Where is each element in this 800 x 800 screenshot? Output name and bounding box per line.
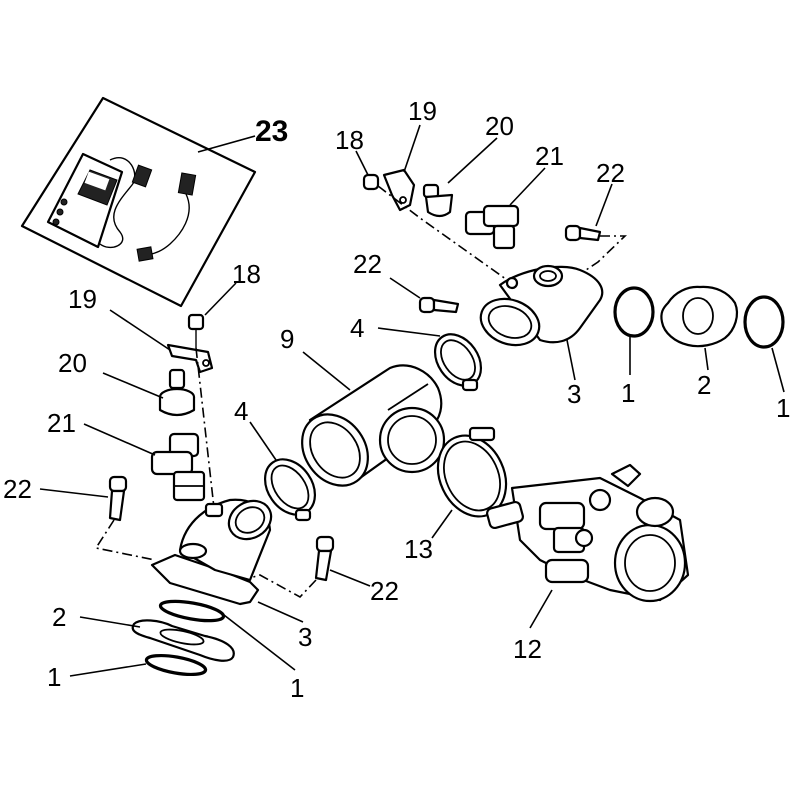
callout-1-upper-right: 1 bbox=[776, 393, 790, 423]
callout-21-left: 21 bbox=[47, 408, 76, 438]
connector-cable-icon bbox=[136, 172, 197, 262]
part-1-oring-upper-left: 1 bbox=[613, 286, 655, 408]
callout-1-lower-left: 1 bbox=[47, 662, 61, 692]
part-23-frame bbox=[20, 96, 257, 308]
part-3-manifold-upper: 3 bbox=[479, 264, 604, 409]
part-21-injector-left: 21 bbox=[47, 408, 206, 502]
part-18-screw-left: 18 bbox=[187, 259, 261, 348]
part-2-gasket-upper: 2 bbox=[660, 285, 739, 400]
callout-19-top: 19 bbox=[408, 96, 437, 126]
part-19-bracket-top: 19 bbox=[382, 96, 437, 212]
callout-1-upper-left: 1 bbox=[621, 378, 635, 408]
callout-3-lower: 3 bbox=[298, 622, 312, 652]
callout-13: 13 bbox=[404, 534, 433, 564]
callout-22-left: 22 bbox=[3, 474, 32, 504]
part-4-clamp-mid: 4 bbox=[350, 313, 483, 392]
part-3-manifold-lower: 3 bbox=[150, 498, 312, 652]
part-9-tee-boot: 9 bbox=[280, 324, 446, 487]
part-1-oring-lower-lower: 1 bbox=[47, 653, 208, 692]
callout-1-lower-right: 1 bbox=[290, 673, 304, 703]
callout-19-left: 19 bbox=[68, 284, 97, 314]
part-20-cap-top: 20 bbox=[422, 111, 514, 218]
part-13-clamp-large: 13 bbox=[404, 426, 508, 564]
part-21-injector-top: 21 bbox=[464, 141, 564, 250]
part-12-throttle-body: 12 bbox=[486, 463, 690, 664]
part-20-cap-left: 20 bbox=[58, 348, 196, 417]
callout-3-upper: 3 bbox=[567, 379, 581, 409]
callout-9: 9 bbox=[280, 324, 294, 354]
tuner-module-icon bbox=[46, 152, 153, 249]
assembly-lines-left bbox=[94, 347, 317, 598]
part-2-gasket-lower: 2 bbox=[52, 602, 235, 662]
callout-20-left: 20 bbox=[58, 348, 87, 378]
part-22-bolt-top-right: 22 bbox=[564, 158, 625, 242]
part-22-bolt-lower: 22 bbox=[314, 535, 399, 606]
callout-4-mid: 4 bbox=[350, 313, 364, 343]
part-22-bolt-top-mid: 22 bbox=[353, 249, 460, 314]
part-1-oring-lower-upper: 1 bbox=[158, 599, 304, 703]
part-23-tuner-kit: 23 bbox=[20, 96, 288, 308]
assembly-lines-upper bbox=[377, 185, 627, 283]
callout-2-lower: 2 bbox=[52, 602, 66, 632]
part-18-screw-top: 18 bbox=[335, 125, 380, 191]
part-4-clamp-left: 4 bbox=[234, 396, 317, 522]
part-22-bolt-left: 22 bbox=[3, 474, 128, 522]
callout-23: 23 bbox=[255, 115, 288, 148]
callout-22-top-mid: 22 bbox=[353, 249, 382, 279]
callout-20-top: 20 bbox=[485, 111, 514, 141]
callout-12: 12 bbox=[513, 634, 542, 664]
callout-4-left: 4 bbox=[234, 396, 248, 426]
callout-2-upper: 2 bbox=[697, 370, 711, 400]
callout-22-lower: 22 bbox=[370, 576, 399, 606]
callout-22-top-right: 22 bbox=[596, 158, 625, 188]
callout-18-left: 18 bbox=[232, 259, 261, 289]
callout-18-top: 18 bbox=[335, 125, 364, 155]
callout-21-top: 21 bbox=[535, 141, 564, 171]
part-19-bracket-left: 19 bbox=[68, 284, 214, 374]
part-1-oring-upper-right: 1 bbox=[743, 295, 790, 423]
